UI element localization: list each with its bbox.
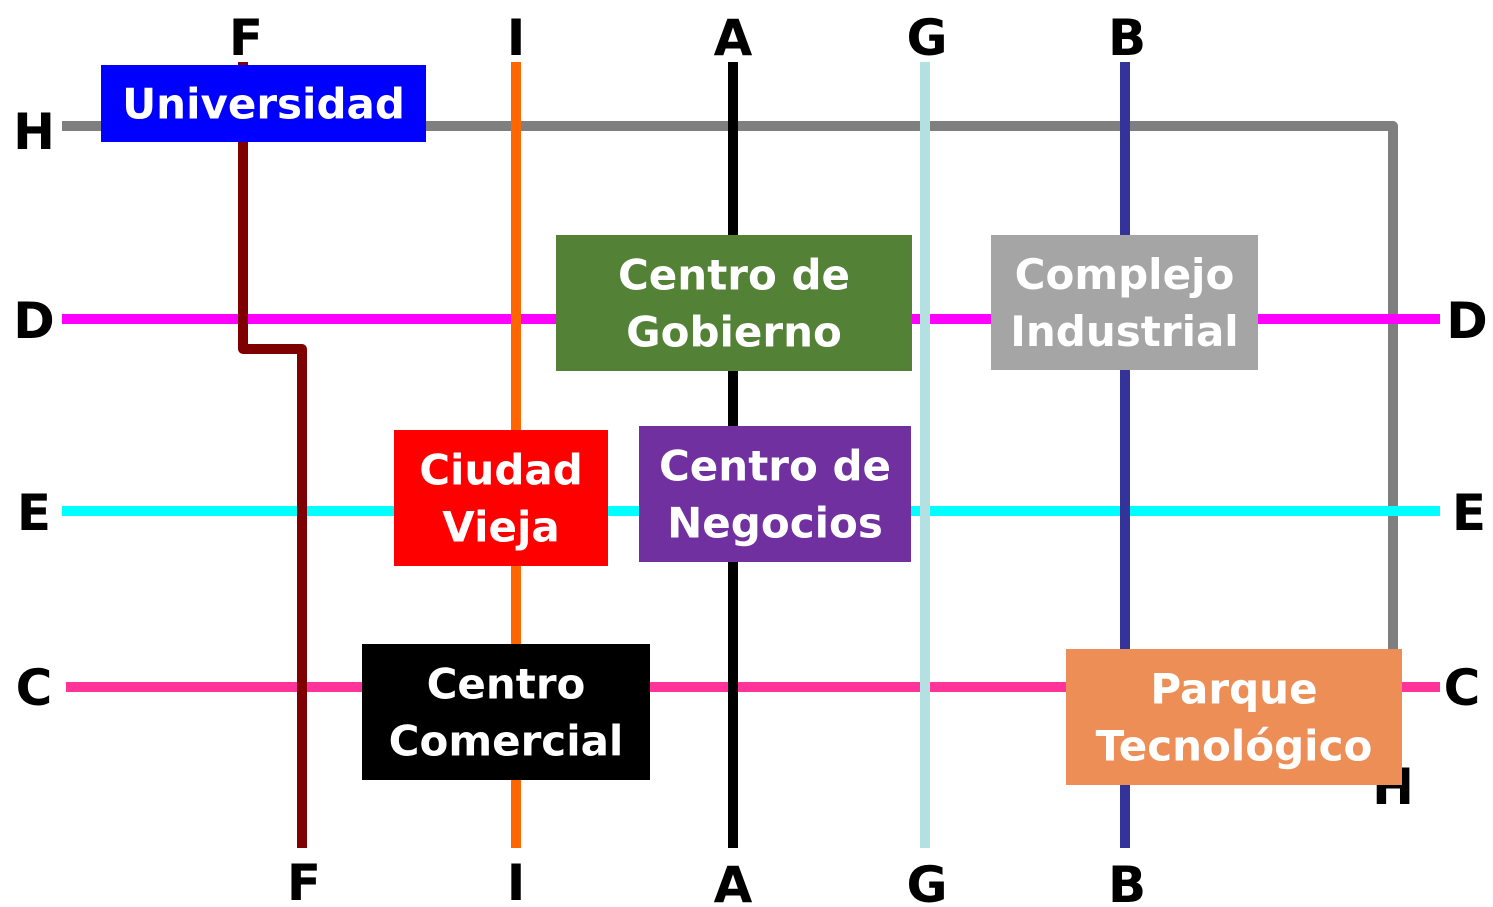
- station-centro-de-gobierno: Centro de Gobierno: [556, 235, 912, 371]
- station-label: Centro de: [618, 251, 850, 300]
- line-f-end-label: F: [287, 854, 321, 907]
- line-f-start-label: F: [229, 9, 263, 67]
- line-d-start-label: D: [13, 292, 55, 350]
- station-box: [1066, 649, 1402, 785]
- station-label: Ciudad: [419, 446, 583, 495]
- station-label: Negocios: [667, 499, 883, 548]
- station-box: [101, 65, 426, 142]
- station-box: [991, 235, 1258, 370]
- station-label: Universidad: [122, 80, 405, 129]
- station-label: Industrial: [1010, 307, 1238, 356]
- line-i-end-label: I: [507, 854, 526, 907]
- line-a-start-label: A: [714, 9, 753, 67]
- station-label: Centro: [427, 660, 586, 709]
- line-a-end-label: A: [714, 856, 753, 907]
- line-b-start-label: B: [1108, 9, 1146, 67]
- line-c-end-label: C: [1444, 659, 1481, 717]
- line-h: [62, 121, 1398, 650]
- line-d-end-label: D: [1446, 292, 1488, 350]
- line-b-end-label: B: [1108, 856, 1146, 907]
- station-box: [362, 644, 650, 780]
- station-box: [639, 426, 911, 562]
- line-g-start-label: G: [906, 9, 947, 67]
- line-c-start-label: C: [16, 659, 53, 717]
- line-f: [238, 62, 307, 848]
- station-label: Comercial: [389, 717, 624, 766]
- station-box: [394, 430, 608, 566]
- station-centro-de-negocios: Centro de Negocios: [639, 426, 911, 562]
- station-label: Centro de: [659, 442, 891, 491]
- station-label: Vieja: [442, 503, 559, 552]
- station-universidad: Universidad: [101, 65, 426, 142]
- line-e-start-label: E: [17, 484, 51, 542]
- station-label: Gobierno: [626, 308, 842, 357]
- line-i-start-label: I: [507, 9, 526, 67]
- station-label: Parque: [1150, 665, 1317, 714]
- station-label: Tecnológico: [1096, 722, 1373, 771]
- station-box: [556, 235, 912, 371]
- line-e-end-label: E: [1452, 484, 1486, 542]
- line-h-start-label: H: [13, 103, 55, 161]
- line-g-end-label: G: [906, 856, 947, 907]
- station-label: Complejo: [1015, 250, 1235, 299]
